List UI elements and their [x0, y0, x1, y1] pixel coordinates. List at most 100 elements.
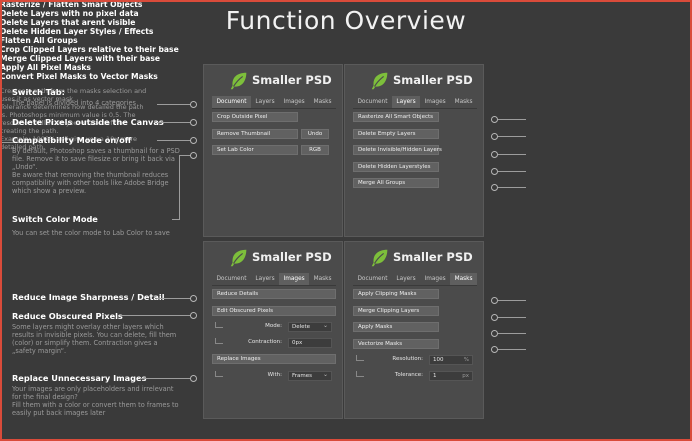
tolerance-value: 1: [433, 373, 437, 379]
annotation-desc: Creates a path from the masks selection …: [0, 87, 147, 103]
tab-masks[interactable]: Masks: [313, 276, 332, 282]
tab-layers[interactable]: Layers: [255, 99, 275, 105]
connector-dot: [190, 119, 197, 126]
contraction-value: 0px: [292, 340, 303, 346]
annotation-sharpness: Reduce Image Sharpness / Detail: [12, 292, 165, 302]
tab-images[interactable]: Images: [424, 276, 446, 282]
leaf-icon: [371, 72, 388, 90]
connector-dot: [190, 312, 197, 319]
annotation-convert-vector: Convert Pixel Masks to Vector Masks Crea…: [0, 72, 158, 151]
delete-hidden-layerstyles-button[interactable]: Delete Hidden Layerstyles: [353, 161, 439, 172]
annotation-heading: Rasterize / Flatten Smart Objects: [0, 0, 143, 9]
connector-dot: [491, 330, 498, 337]
tab-document[interactable]: Document: [357, 276, 388, 282]
tree-connector: [215, 322, 223, 328]
resolution-label: Resolution:: [392, 356, 423, 362]
annotation-desc: You can set the color mode to Lab Color …: [12, 229, 170, 237]
contraction-input[interactable]: 0px: [288, 338, 332, 348]
annotation-delete-pixels: Delete Pixels outside the Canvas: [12, 117, 164, 127]
connector-line: [498, 349, 526, 350]
connector-dot: [491, 168, 498, 175]
connector-dot: [190, 152, 197, 159]
tab-images[interactable]: Images: [424, 99, 446, 105]
connector-dot: [491, 151, 498, 158]
panel-header: Smaller PSD: [345, 242, 483, 273]
tab-masks[interactable]: Masks: [313, 99, 332, 105]
annotation-obscured: Reduce Obscured Pixels Some layers might…: [12, 311, 182, 355]
edit-obscured-pixels-button[interactable]: Edit Obscured Pixels: [212, 305, 336, 316]
annotation-heading: Compatibility Mode on/off: [12, 135, 132, 145]
mode-option: Mode: Delete⌄: [212, 322, 336, 332]
annotation-heading: Delete Hidden Layer Styles / Effects: [0, 27, 154, 36]
delete-empty-layers-button[interactable]: Delete Empty Layers: [353, 128, 439, 139]
annotation-heading: Delete Layers with no pixel data: [0, 9, 139, 18]
merge-clipping-layers-button[interactable]: Merge Clipping Layers: [353, 305, 439, 316]
with-select[interactable]: Frames⌄: [288, 370, 332, 381]
mode-value: Delete: [292, 324, 311, 330]
annotation-heading: Crop Clipped Layers relative to their ba…: [0, 45, 179, 54]
annotation-apply-pixel: Apply All Pixel Masks: [0, 63, 692, 72]
tab-document[interactable]: Document: [212, 96, 251, 108]
tree-connector: [215, 338, 223, 344]
tab-document[interactable]: Document: [216, 276, 247, 282]
annotation-merge-clipped: Merge Clipped Layers with their base: [0, 54, 692, 63]
undo-button[interactable]: Undo: [301, 128, 329, 139]
annotation-rasterize: Rasterize / Flatten Smart Objects: [0, 0, 692, 9]
annotation-heading: Apply All Pixel Masks: [0, 63, 91, 72]
connector-line: [157, 104, 193, 105]
annotation-desc: Fill them with a color or convert them t…: [12, 401, 179, 417]
set-lab-color-button[interactable]: Set Lab Color: [212, 145, 298, 155]
connector-line: [498, 317, 526, 318]
panel-body: Apply Clipping Masks Merge Clipping Laye…: [353, 289, 477, 387]
tab-masks[interactable]: Masks: [454, 99, 473, 105]
replace-images-button[interactable]: Replace Images: [212, 354, 336, 364]
apply-clipping-masks-button[interactable]: Apply Clipping Masks: [353, 289, 439, 299]
annotation-heading: Convert Pixel Masks to Vector Masks: [0, 72, 158, 81]
resolution-input[interactable]: 100%: [429, 355, 473, 365]
connector-dot: [491, 116, 498, 123]
tab-document[interactable]: Document: [357, 99, 388, 105]
page-title: Function Overview: [225, 6, 467, 35]
connector-line: [498, 154, 526, 155]
panel-title: Smaller PSD: [252, 250, 332, 264]
connector-dot: [491, 133, 498, 140]
connector-line: [157, 140, 193, 141]
tab-layers[interactable]: Layers: [391, 96, 421, 108]
resolution-value: 100: [433, 357, 444, 363]
annotation-desc: Some layers might overlay other layers w…: [12, 323, 177, 355]
panel-layers: Smaller PSD Document Layers Images Masks…: [344, 64, 484, 237]
panel-header: Smaller PSD: [345, 65, 483, 96]
connector-dot: [190, 137, 197, 144]
remove-thumbnail-button[interactable]: Remove Thumbnail: [212, 128, 298, 139]
merge-all-groups-button[interactable]: Merge All Groups: [353, 178, 439, 188]
rasterize-smart-objects-button[interactable]: Rasterize All Smart Objects: [353, 112, 439, 122]
panel-body: Reduce Details Edit Obscured Pixels Mode…: [212, 289, 336, 387]
leaf-icon: [230, 72, 247, 90]
with-value: Frames: [292, 372, 313, 379]
mode-select[interactable]: Delete ⌄: [288, 322, 332, 332]
vectorize-masks-button[interactable]: Vectorize Masks: [353, 338, 439, 349]
crop-outside-pixel-button[interactable]: Crop Outside Pixel: [212, 112, 298, 122]
tab-images[interactable]: Images: [279, 273, 310, 285]
annotation-heading: Merge Clipped Layers with their base: [0, 54, 161, 63]
tab-bar: Document Layers Images Masks: [212, 273, 336, 286]
tab-masks[interactable]: Masks: [450, 273, 477, 285]
annotation-heading: Switch Color Mode: [12, 214, 98, 224]
with-label: With:: [267, 371, 282, 378]
tab-layers[interactable]: Layers: [255, 276, 275, 282]
tree-connector: [356, 371, 364, 377]
tab-images[interactable]: Images: [283, 99, 305, 105]
delete-hidden-layers-button[interactable]: Delete Invisible/Hidden Layers: [353, 145, 442, 155]
apply-masks-button[interactable]: Apply Masks: [353, 322, 439, 332]
annotation-heading: Delete Layers that arent visible: [0, 18, 136, 27]
connector-line: [179, 155, 193, 156]
tab-layers[interactable]: Layers: [396, 276, 416, 282]
panel-header: Smaller PSD: [204, 65, 342, 96]
reduce-details-button[interactable]: Reduce Details: [212, 289, 336, 299]
resolution-option: Resolution: 100%: [353, 355, 477, 365]
annotation-delete-no-pixel: Delete Layers with no pixel data: [0, 9, 692, 18]
rgb-button[interactable]: RGB: [301, 145, 329, 155]
annotation-heading: Switch Tab:: [12, 87, 65, 97]
chevron-down-icon: ⌄: [322, 322, 328, 329]
